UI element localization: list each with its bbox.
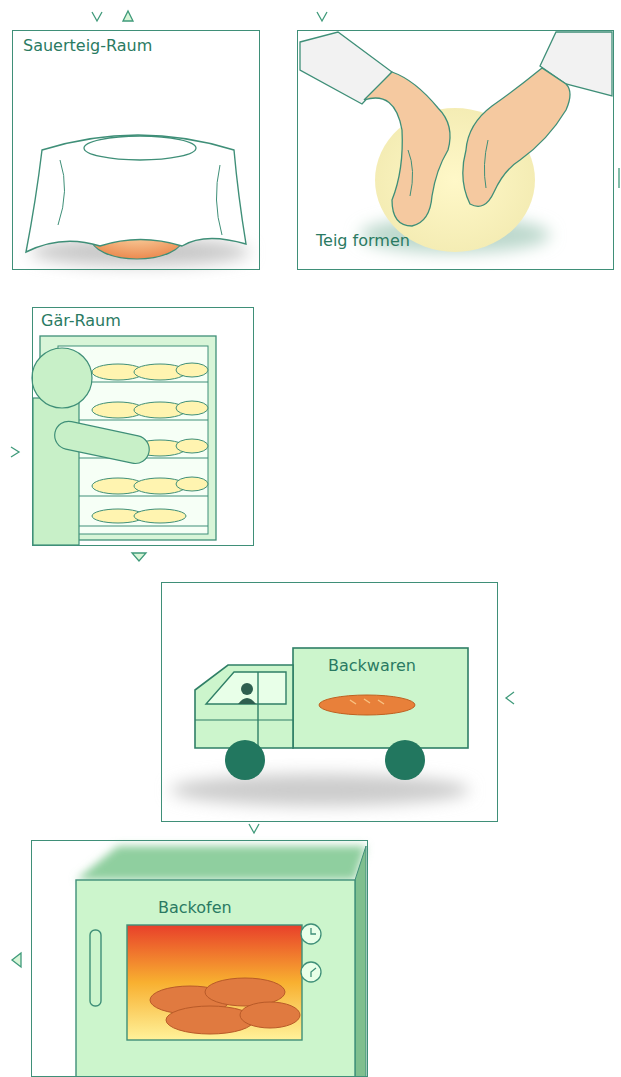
box-label: Teig formen bbox=[316, 231, 410, 251]
box-label: Sauerteig-Raum bbox=[23, 36, 152, 56]
process-box: Sauerteig-Raum bbox=[12, 30, 260, 270]
process-box: Gär-Raum bbox=[32, 307, 254, 546]
process-box: Teig formen bbox=[297, 30, 614, 270]
box-label: Backofen bbox=[158, 898, 232, 918]
box-label: Gär-Raum bbox=[41, 311, 121, 331]
box-label: Backwaren bbox=[328, 656, 416, 676]
process-box: Backofen bbox=[31, 840, 368, 1077]
marker bbox=[11, 11, 619, 967]
process-box: Backwaren bbox=[161, 582, 498, 822]
